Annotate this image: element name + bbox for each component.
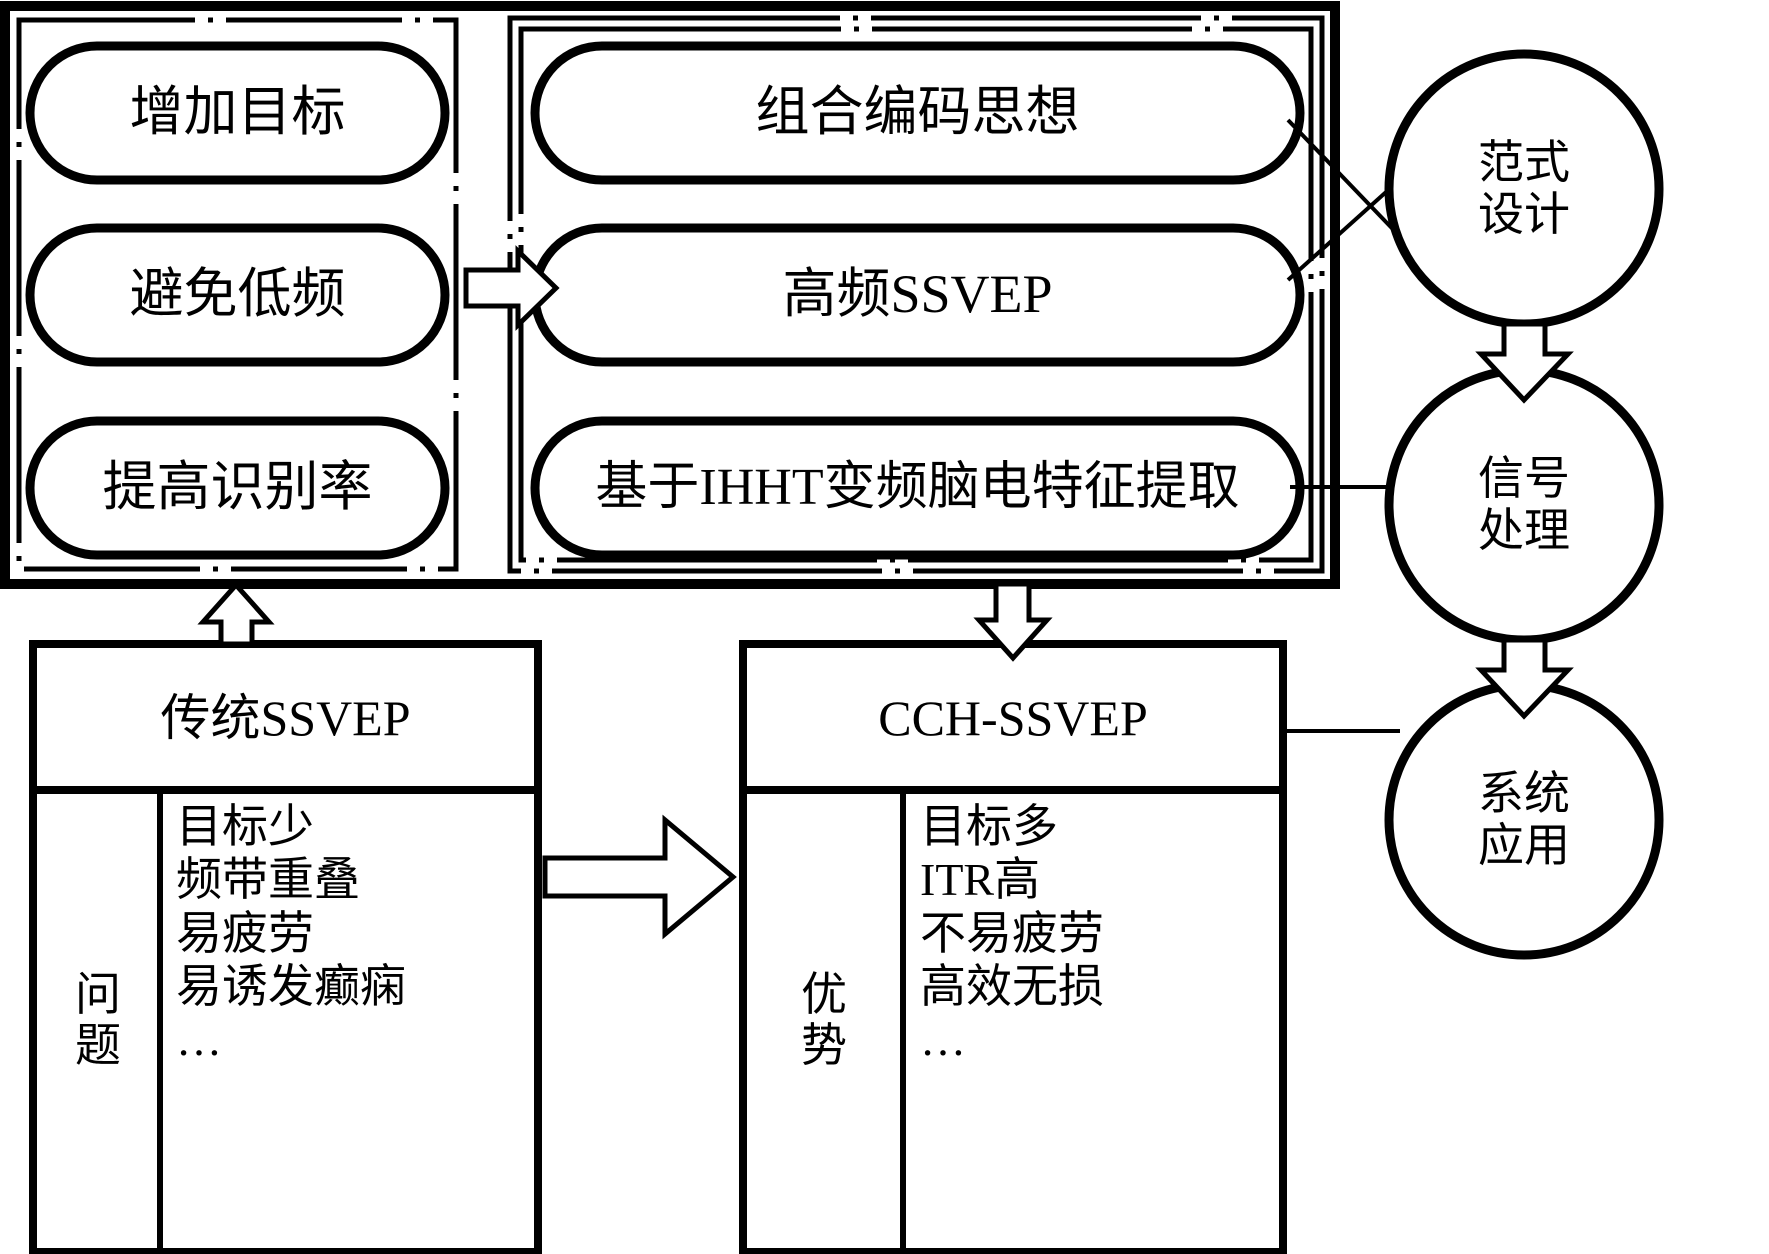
- pill-combination-coding[interactable]: [530, 41, 1305, 185]
- arrow-frame-to-cch: [973, 581, 1053, 662]
- pill-avoid-low-freq[interactable]: [25, 223, 450, 367]
- circle-system-application[interactable]: [1384, 680, 1664, 960]
- arrow-paradigm-to-signal: [1475, 321, 1574, 404]
- pill-ihht-feature-extraction[interactable]: [530, 416, 1305, 560]
- arrow-goals-to-methods: [463, 245, 560, 331]
- traditional-ssvep-box[interactable]: [29, 640, 542, 1254]
- pill-improve-accuracy[interactable]: [25, 416, 450, 560]
- arrow-traditional-to-cch: [542, 814, 737, 940]
- pill-increase-targets[interactable]: [25, 41, 450, 185]
- circle-paradigm-design[interactable]: [1384, 49, 1664, 329]
- arrow-traditional-to-frame: [197, 581, 275, 647]
- goals-panel-border: [16, 17, 459, 572]
- arrow-signal-to-system: [1475, 637, 1574, 720]
- cch-ssvep-box[interactable]: [739, 640, 1287, 1254]
- circle-signal-processing[interactable]: [1384, 365, 1664, 645]
- pill-high-frequency-ssvep[interactable]: [530, 223, 1305, 367]
